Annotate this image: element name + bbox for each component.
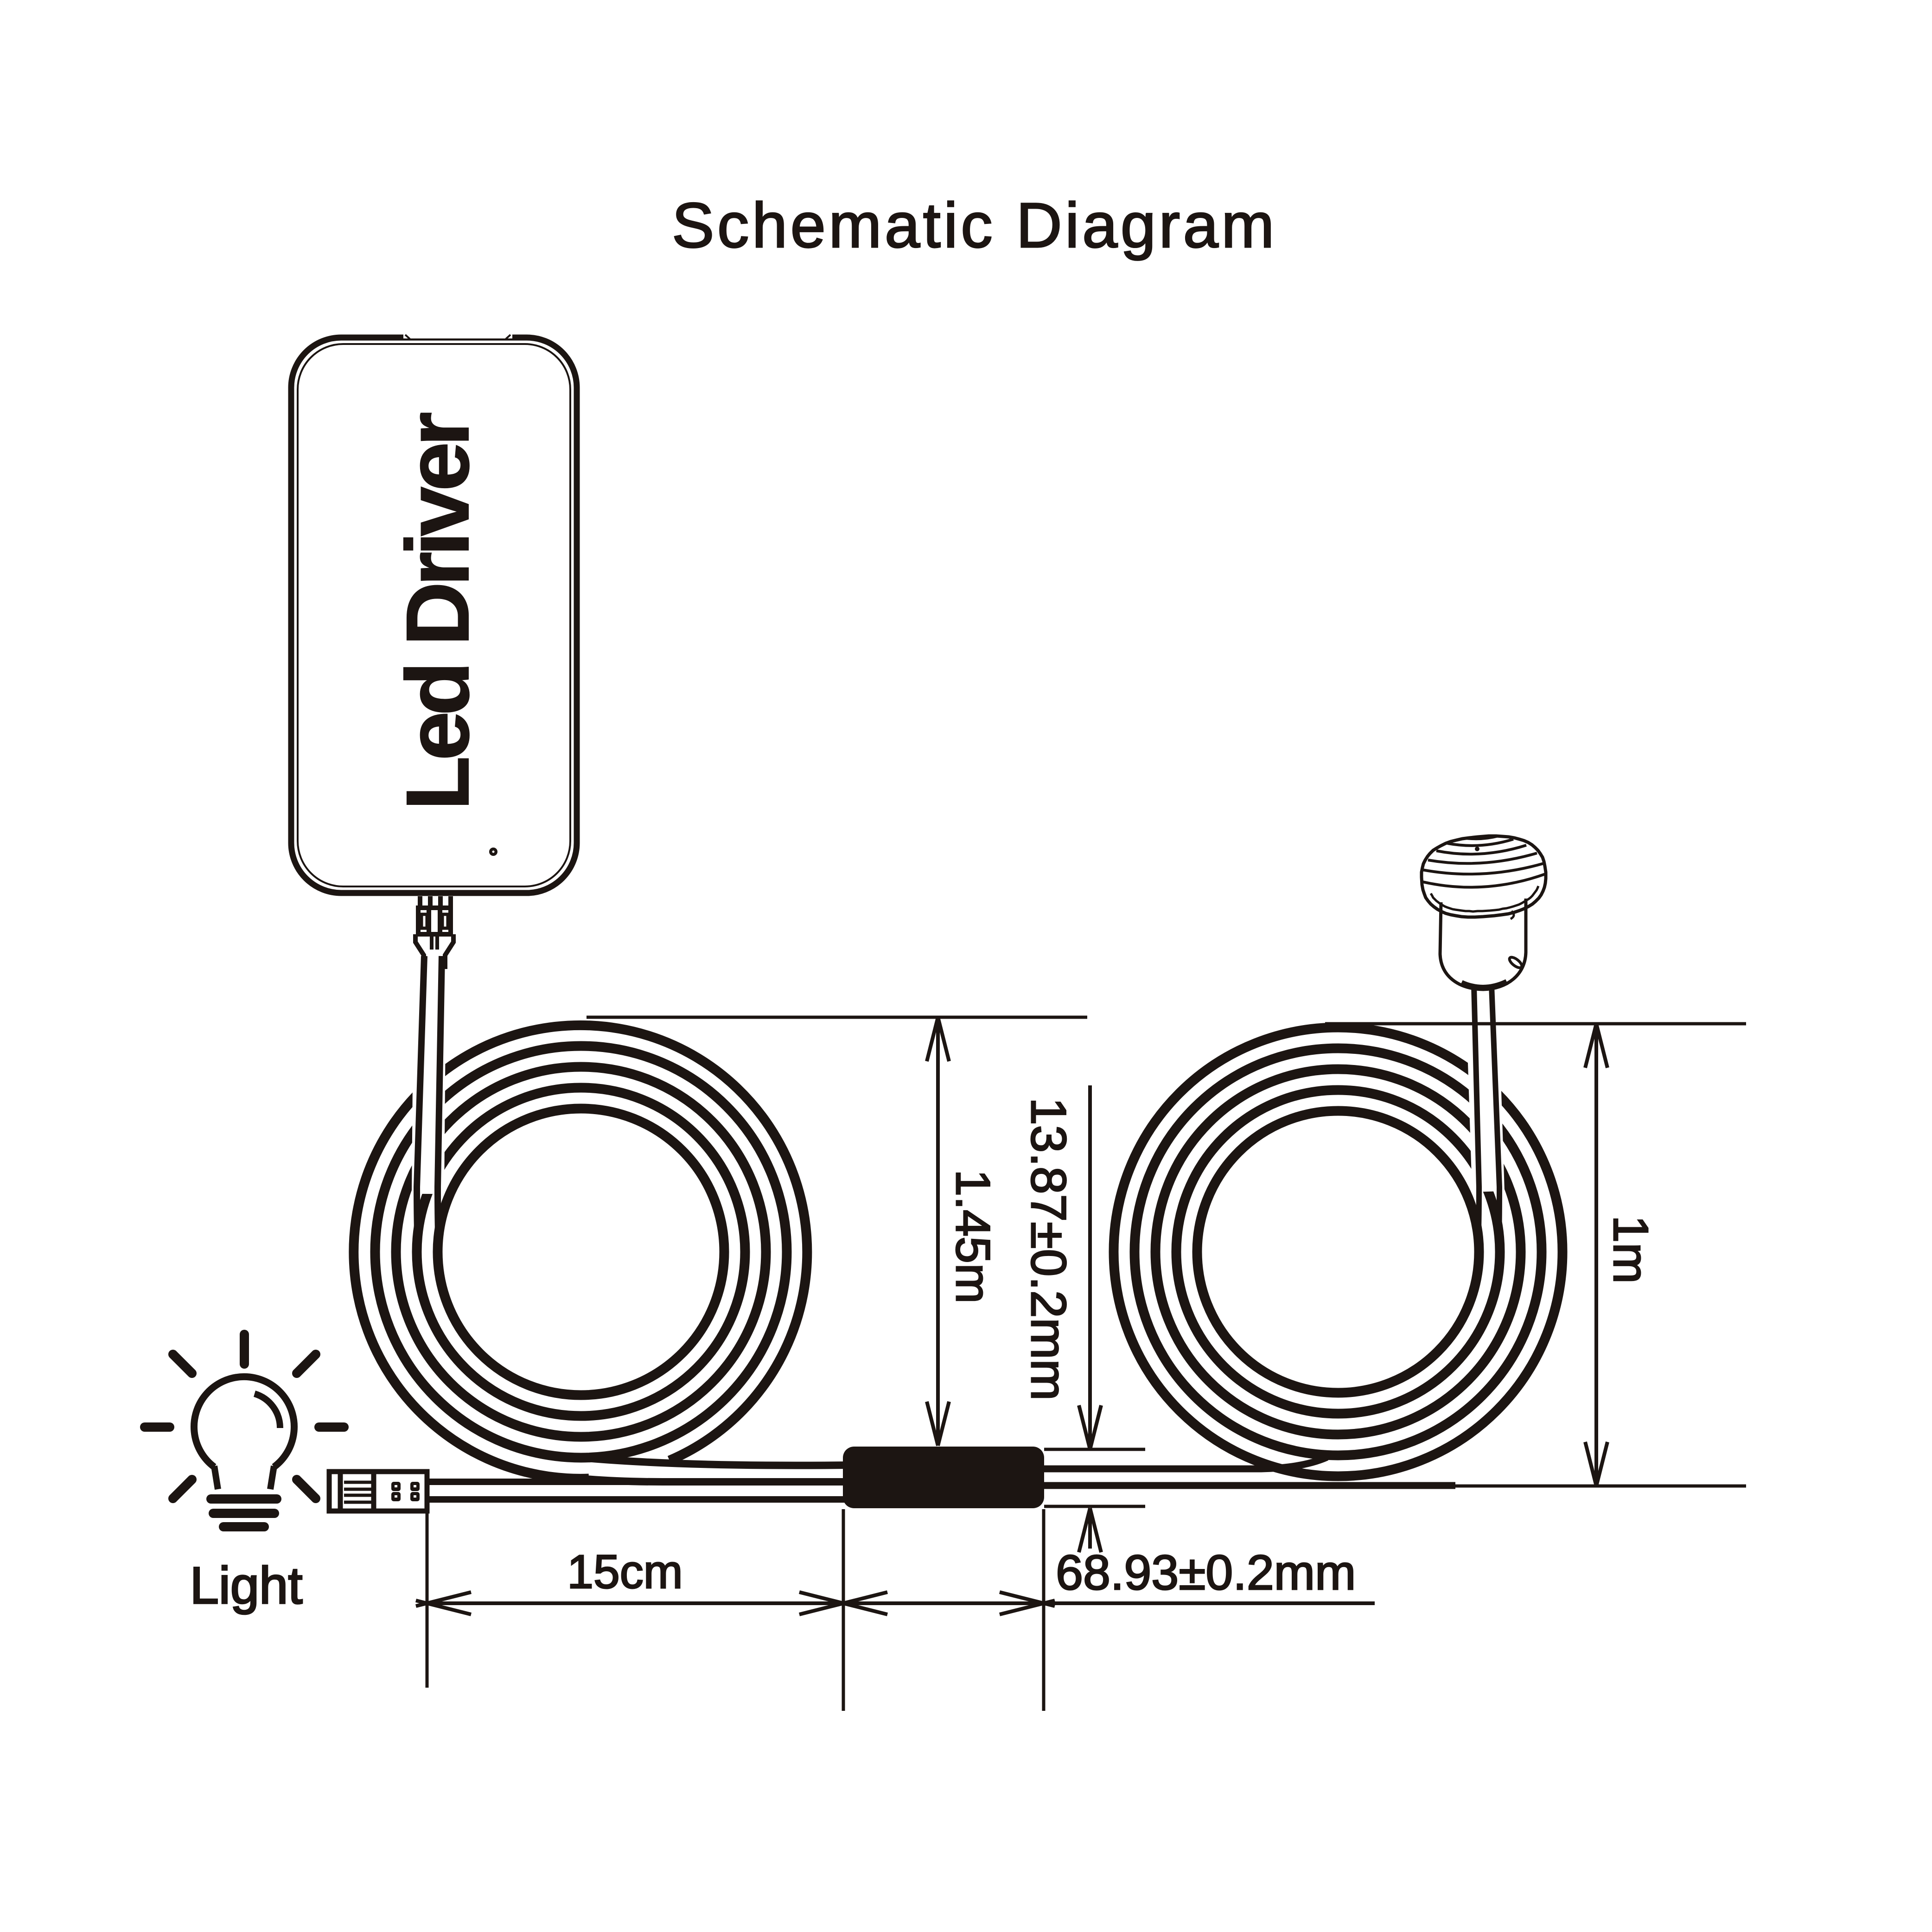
svg-text:15cm: 15cm <box>567 1545 682 1598</box>
svg-text:Schematic Diagram: Schematic Diagram <box>672 190 1277 261</box>
svg-text:68.93±0.2mm: 68.93±0.2mm <box>1056 1545 1356 1600</box>
svg-text:Led Driver: Led Driver <box>388 413 487 810</box>
svg-text:1m: 1m <box>1603 1215 1658 1283</box>
svg-text:13.87±0.2mm: 13.87±0.2mm <box>1021 1097 1077 1401</box>
svg-text:1.45m: 1.45m <box>946 1169 1000 1303</box>
svg-text:Light: Light <box>190 1556 303 1614</box>
